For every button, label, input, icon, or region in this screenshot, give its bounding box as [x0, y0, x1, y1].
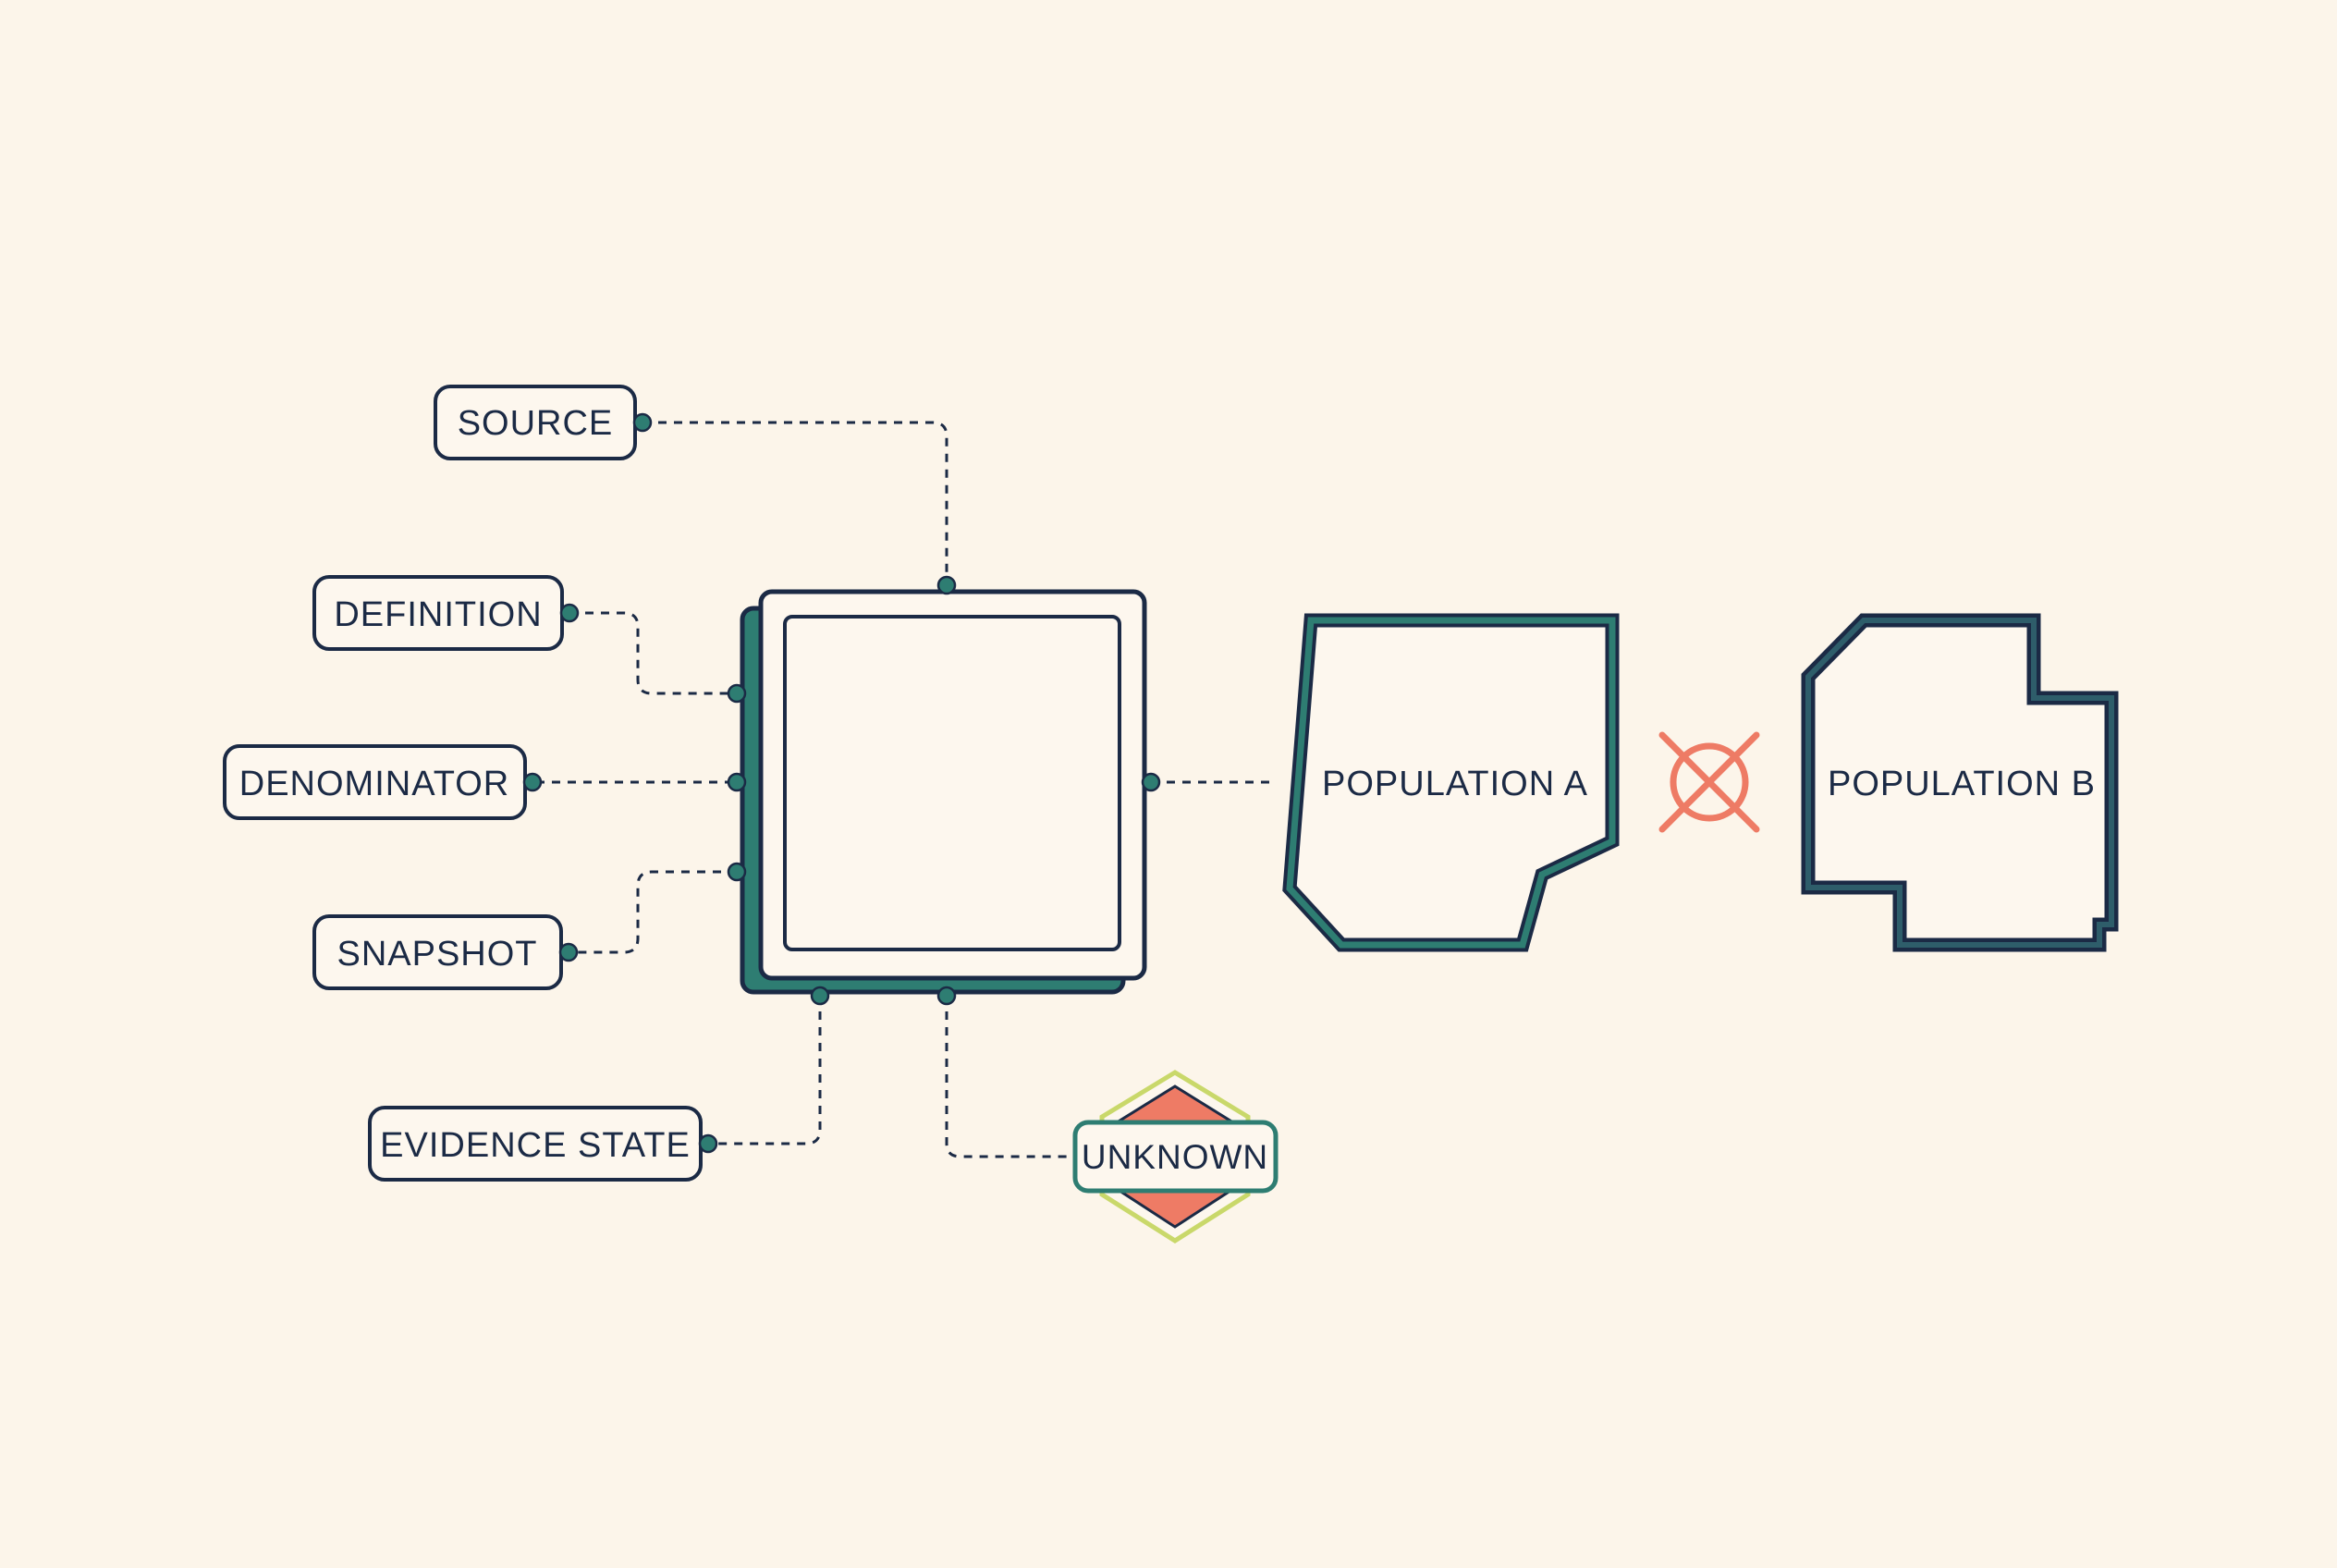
port-top — [936, 575, 957, 595]
port-left-1 — [727, 683, 747, 704]
population-a-text: POPULATION A — [1322, 765, 1588, 803]
port-right — [1141, 772, 1161, 792]
central-box — [727, 575, 1161, 1006]
port-left-3 — [727, 862, 747, 882]
unknown-text: UNKNOWN — [1082, 1138, 1268, 1176]
population-b-text: POPULATION B — [1828, 765, 2096, 803]
port-bottom-1 — [810, 986, 830, 1006]
connector-evidence-state — [712, 996, 822, 1145]
population-b: POPULATION B — [1801, 613, 2119, 952]
label-snapshot-text: SNAPSHOT — [336, 935, 537, 974]
connector-snapshot — [569, 870, 737, 954]
central-box-inner — [783, 615, 1121, 951]
population-a-inner-stroke — [1286, 617, 1616, 949]
connector-definition — [569, 611, 737, 695]
unknown-badge: UNKNOWN — [1072, 1070, 1279, 1243]
label-definition: DEFINITION — [312, 575, 580, 651]
label-evidence-state: EVIDENCE STATE — [368, 1106, 718, 1182]
port-left-2 — [727, 772, 747, 792]
port-definition — [559, 603, 580, 623]
label-snapshot: SNAPSHOT — [312, 914, 579, 990]
port-evidence-state — [698, 1133, 718, 1154]
connector-source — [642, 421, 948, 585]
port-source — [632, 412, 653, 433]
port-snapshot — [558, 942, 579, 962]
connectors — [536, 421, 1271, 1158]
label-denominator: DENOMINATOR — [223, 744, 543, 820]
population-b-inner-stroke — [1805, 618, 2114, 948]
port-bottom-2 — [936, 986, 957, 1006]
label-definition-text: DEFINITION — [334, 595, 542, 634]
label-source-text: SOURCE — [458, 404, 614, 443]
label-denominator-text: DENOMINATOR — [239, 765, 510, 803]
central-box-ports — [727, 575, 1161, 1006]
not-comparable-icon — [1658, 731, 1760, 833]
label-source: SOURCE — [434, 385, 653, 460]
unknown-pill — [1072, 1120, 1279, 1194]
label-evidence-state-text: EVIDENCE STATE — [380, 1126, 691, 1165]
port-denominator — [522, 772, 543, 792]
population-a: POPULATION A — [1282, 613, 1620, 952]
connector-unknown — [945, 996, 1075, 1158]
